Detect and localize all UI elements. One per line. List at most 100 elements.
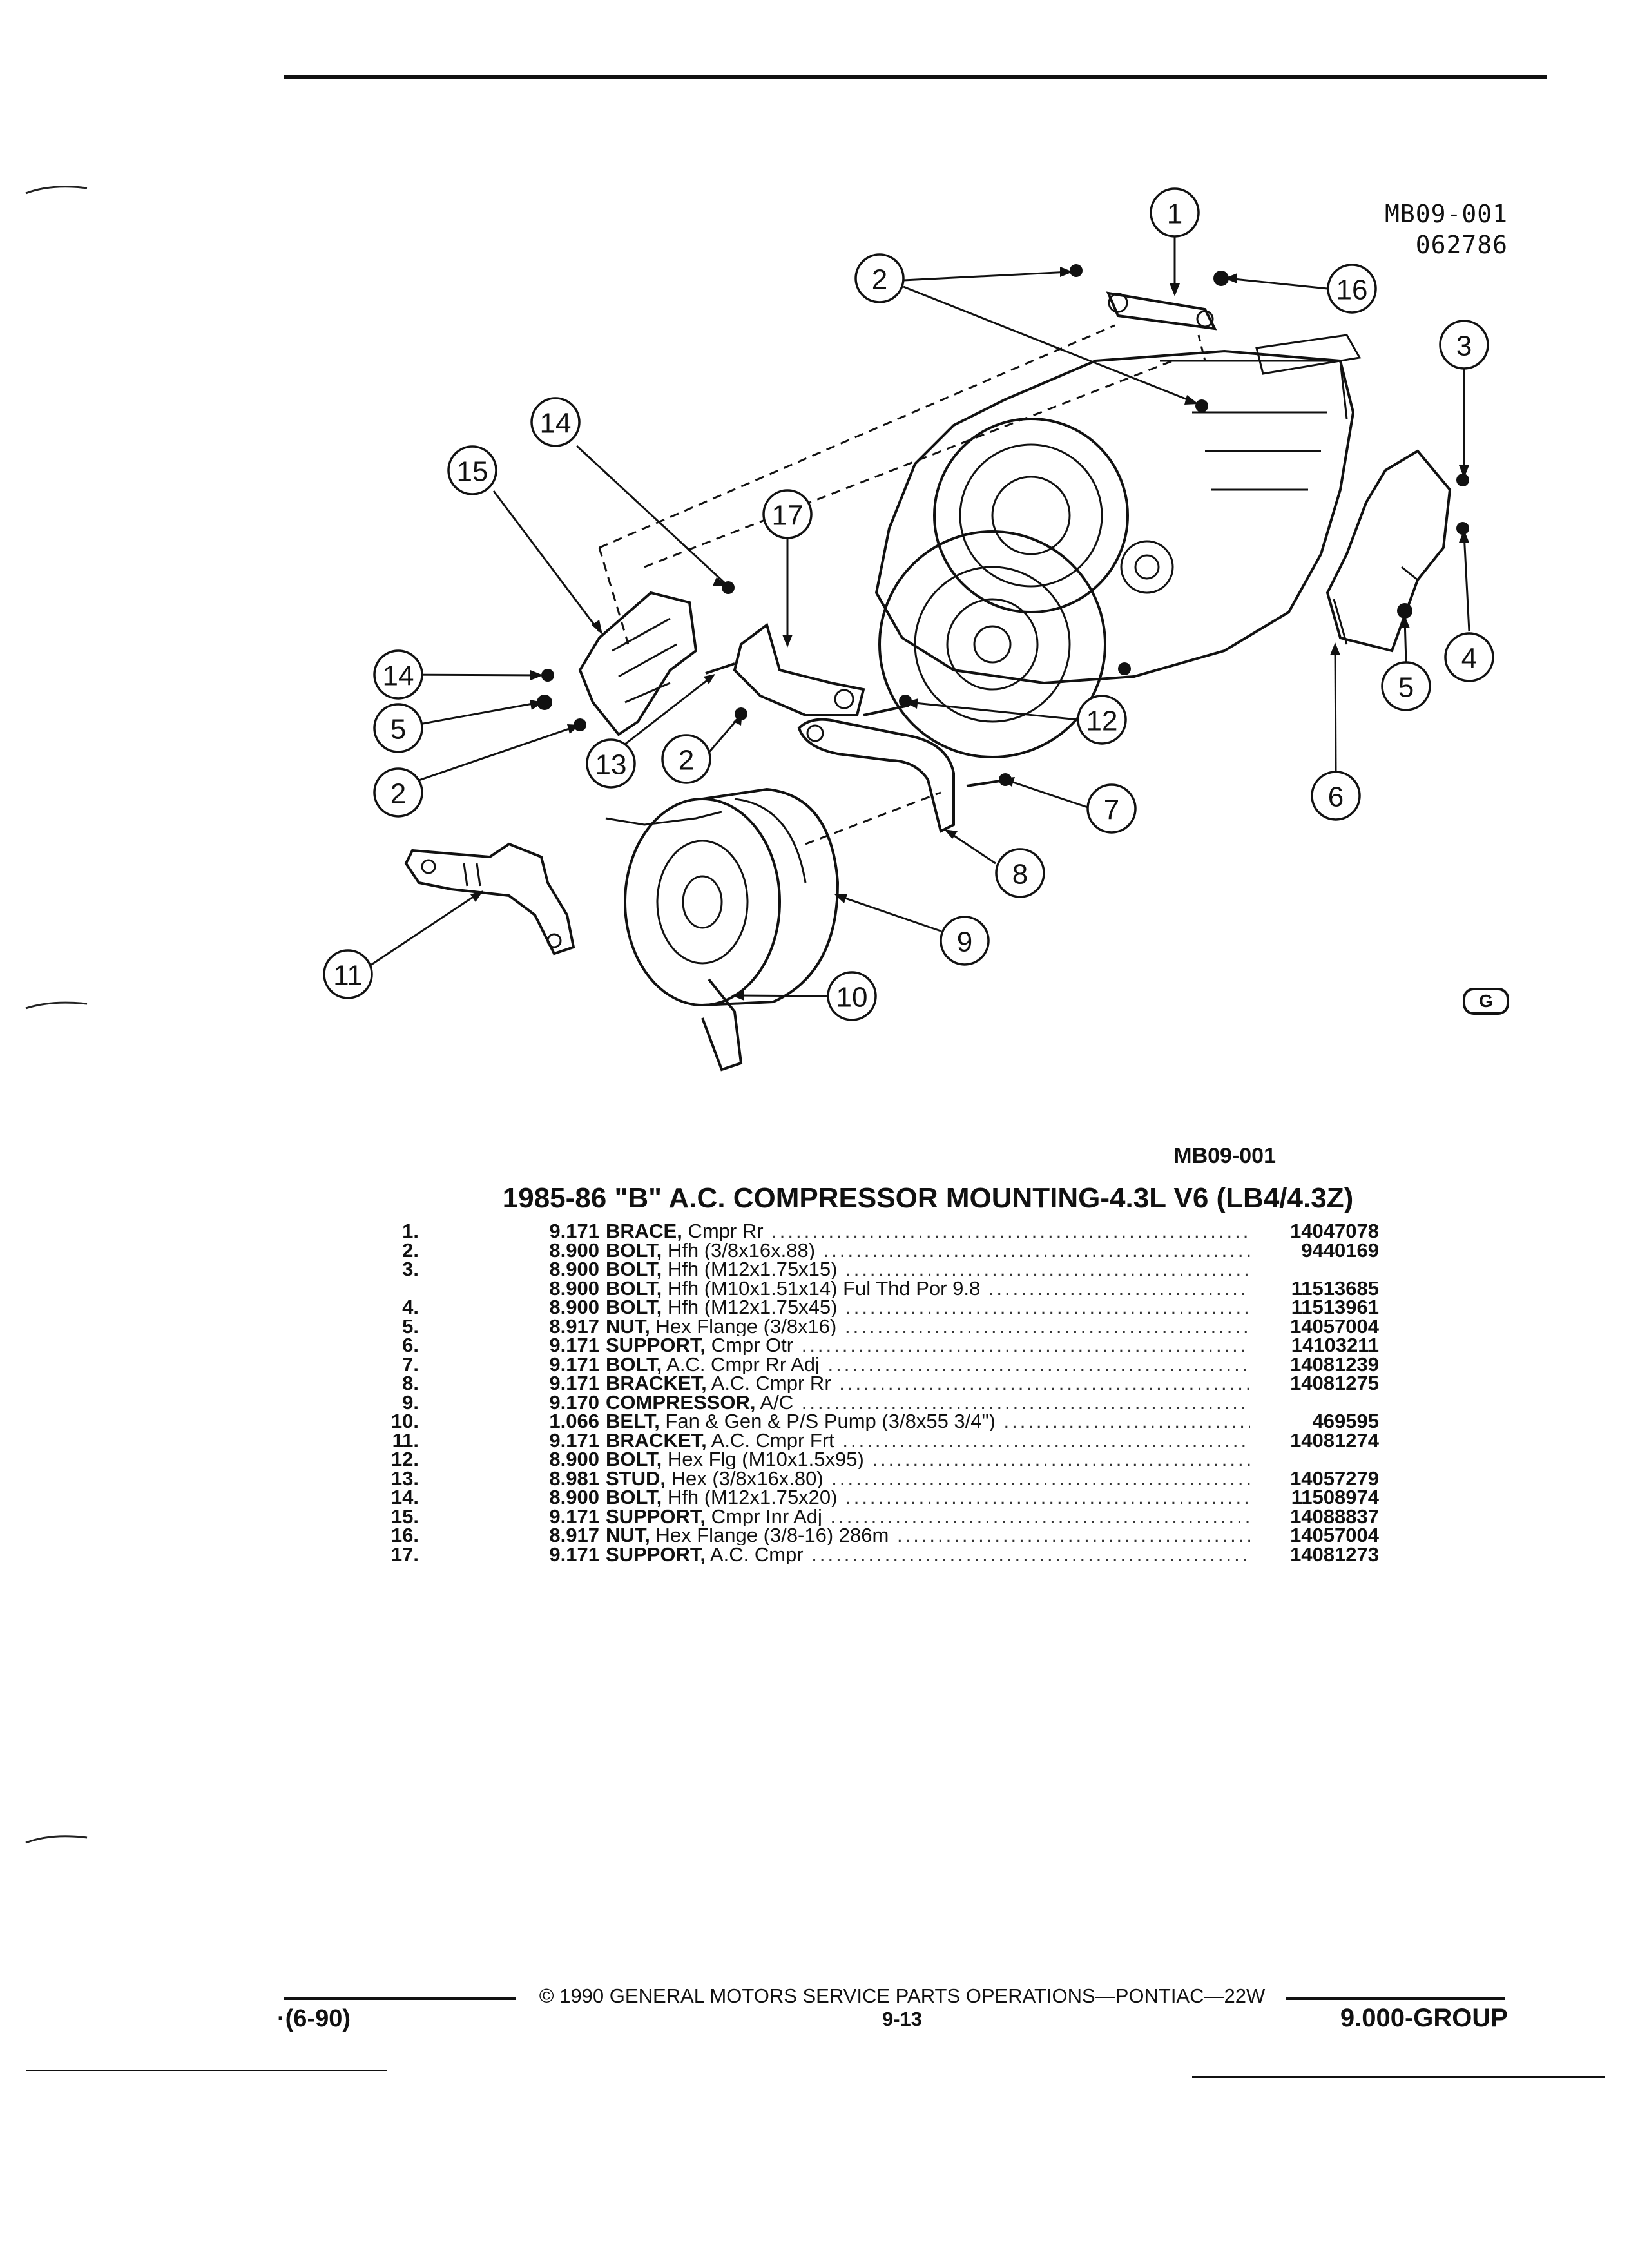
leader-dots: ........................................… <box>845 1488 1250 1507</box>
part-description: SUPPORT, Cmpr Otr ......................… <box>606 1336 1250 1355</box>
item-number: 12. <box>390 1448 419 1470</box>
copyright-line: © 1990 GENERAL MOTORS SERVICE PARTS OPER… <box>539 1984 1266 2007</box>
part-number: 14057004 <box>1290 1314 1379 1338</box>
callout-8: 8 <box>1012 859 1028 890</box>
callout-6: 6 <box>1328 782 1344 813</box>
part-detail: Hfh (M10x1.51x14) Ful Thd Por 9.8 <box>662 1278 981 1298</box>
group-number: 8.900 <box>549 1448 599 1470</box>
part-number: 14057004 <box>1290 1524 1379 1546</box>
part-description: BRACKET, A.C. Cmpr Frt .................… <box>606 1431 1250 1450</box>
part-name: BOLT, <box>606 1278 662 1298</box>
part-number: 14057279 <box>1290 1466 1379 1490</box>
part-name: BOLT, <box>606 1298 662 1317</box>
footer-rule-right <box>1286 1997 1505 2000</box>
group-number: 9.171 <box>549 1334 599 1356</box>
part-name: SUPPORT, <box>606 1336 706 1355</box>
item-number: 5. <box>402 1314 419 1338</box>
callout-3: 3 <box>1456 331 1472 362</box>
callout-16: 16 <box>1336 274 1368 306</box>
item-number: 17. <box>390 1542 419 1566</box>
margin-marks <box>25 186 88 1844</box>
callout-2-c: 2 <box>390 778 406 810</box>
part-detail: Hex Flange (3/8x16) <box>650 1316 837 1336</box>
leader-dots: ........................................… <box>839 1374 1250 1393</box>
item-number: 11. <box>392 1428 419 1452</box>
part-detail: Fan & Gen & P/S Pump (3/8x55 3/4") <box>659 1412 996 1431</box>
part-detail: A.C. Cmpr <box>706 1544 804 1564</box>
footer-rule-left <box>284 1997 516 2000</box>
item-number: 8. <box>402 1372 419 1394</box>
parts-row: 6. 9.171 SUPPORT, Cmpr Otr ...............… <box>361 1334 1392 1356</box>
part-name: BOLT, <box>606 1450 662 1469</box>
item-number: 13. <box>390 1466 419 1490</box>
part-number: 14047078 <box>1290 1220 1379 1242</box>
part-description: BELT, Fan & Gen & P/S Pump (3/8x55 3/4")… <box>606 1412 1250 1431</box>
part-detail: A.C. Cmpr Rr <box>706 1374 831 1393</box>
gm-logo-text: G <box>1479 991 1493 1011</box>
part-number: 11508974 <box>1291 1486 1379 1508</box>
part-description: STUD, Hex (3/8x16x.80) .................… <box>606 1469 1250 1488</box>
part-name: STUD, <box>606 1468 666 1488</box>
item-number: 14. <box>390 1486 419 1508</box>
callout-14-b: 14 <box>383 660 414 692</box>
part-name: SUPPORT, <box>606 1544 706 1564</box>
part-name: NUT, <box>606 1526 650 1545</box>
part-name: BRACKET, <box>606 1374 707 1393</box>
callout-14: 14 <box>540 408 572 439</box>
part-description: BOLT, Hfh (M12x1.75x45) ................… <box>606 1298 1250 1317</box>
leader-dots: ........................................… <box>823 1240 1250 1260</box>
bottom-rule-left <box>26 2070 387 2071</box>
part-description: BRACKET, A.C. Cmpr Rr ..................… <box>606 1374 1250 1393</box>
leader-dots: ........................................… <box>896 1526 1250 1545</box>
part-name: BELT, <box>606 1412 660 1431</box>
group-number: 8.900 <box>549 1296 599 1318</box>
header-rule <box>284 75 1547 79</box>
part-detail: A.C. Cmpr Rr Adj <box>662 1354 820 1374</box>
leader-dots: ........................................… <box>845 1260 1250 1279</box>
part-name: NUT, <box>606 1316 650 1336</box>
item-number: 10. <box>390 1410 419 1432</box>
callout-12: 12 <box>1086 706 1118 737</box>
figure-date-code: 062786 <box>1415 231 1508 259</box>
part-detail: Hfh (3/8x16x.88) <box>662 1240 816 1260</box>
item-number: 6. <box>402 1334 419 1356</box>
part-detail: Hex (3/8x16x.80) <box>666 1468 824 1488</box>
part-detail: Hex Flange (3/8-16) 286m <box>650 1526 889 1545</box>
item-number: 7. <box>402 1352 419 1376</box>
group-number: 1.066 <box>549 1410 599 1432</box>
part-description: COMPRESSOR, A/C ........................… <box>606 1393 1250 1412</box>
callout-11: 11 <box>333 960 363 992</box>
group-number: 9.171 <box>549 1352 599 1376</box>
part-description: BOLT, Hfh (M12x1.75x15) ................… <box>606 1260 1250 1279</box>
part-description: BOLT, Hfh (M10x1.51x14) Ful Thd Por 9.8 … <box>606 1279 1250 1298</box>
bottom-rule-right <box>1192 2076 1605 2078</box>
part-description: BRACE, Cmpr Rr .........................… <box>606 1222 1250 1241</box>
part-description: NUT, Hex Flange (3/8-16) 286m ..........… <box>606 1526 1250 1545</box>
part-number: 14088837 <box>1290 1504 1379 1528</box>
part-name: BOLT, <box>606 1488 662 1507</box>
group-number: 8.917 <box>549 1524 599 1546</box>
leader-dots: ........................................… <box>842 1430 1250 1450</box>
leader-dots: ........................................… <box>811 1544 1250 1564</box>
part-number: 14081239 <box>1290 1352 1379 1376</box>
part-number: 9440169 <box>1301 1238 1379 1262</box>
callout-9: 9 <box>957 927 972 958</box>
part-description: BOLT, Hfh (3/8x16x.88) .................… <box>606 1241 1250 1260</box>
part-name: SUPPORT, <box>606 1506 706 1526</box>
gm-logo: G <box>1463 988 1509 1015</box>
part-detail: Hfh (M12x1.75x45) <box>662 1298 838 1317</box>
exploded-view-diagram: 1 2 16 3 14 15 17 4 14 5 12 5 13 2 6 2 7… <box>323 187 1494 1072</box>
callout-5-b: 5 <box>1398 672 1414 704</box>
group-number: 9.171 <box>549 1220 599 1242</box>
callout-4: 4 <box>1461 643 1477 675</box>
item-number: 4. <box>402 1296 419 1318</box>
